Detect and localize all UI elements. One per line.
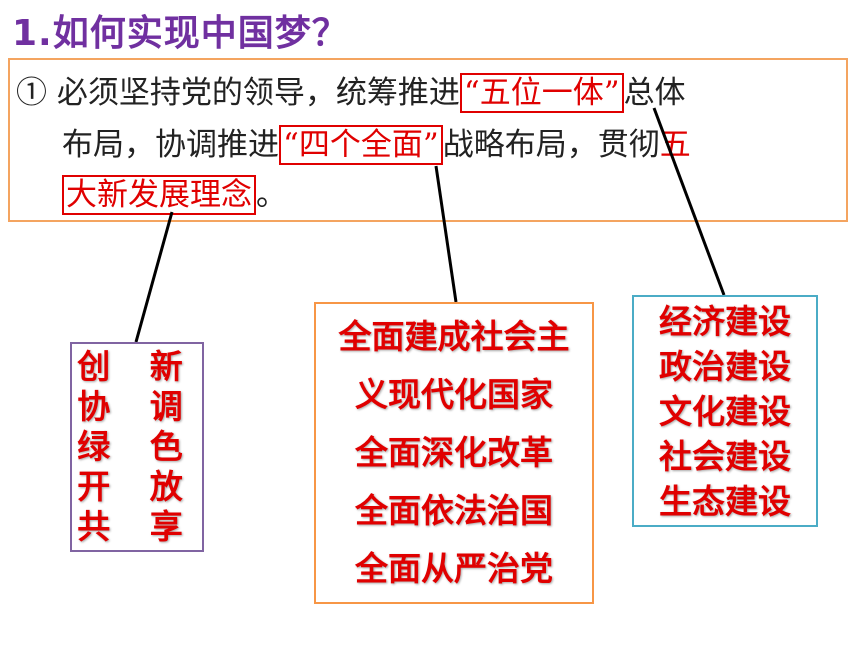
four-comprehensive-box: 全面建成社会主 义现代化国家 全面深化改革 全面依法治国 全面从严治党 (314, 302, 594, 604)
comprehensive-item: 全面依法治国 (355, 491, 553, 530)
concept-item: 开 放 (77, 467, 197, 506)
text-segment: 必须坚持党的领导，统筹推进 (56, 75, 460, 111)
text-line-1: ① 必须坚持党的领导，统筹推进“五位一体”总体 (16, 70, 686, 116)
circled-marker: ① (16, 75, 47, 111)
new-concepts-highlight: 大新发展理念 (62, 175, 256, 215)
construction-item: 文化建设 (659, 391, 791, 431)
text-segment: 总体 (623, 75, 686, 111)
connector-new-concepts (134, 211, 174, 343)
comprehensive-item: 全面建成社会主 (338, 317, 570, 356)
comprehensive-item: 义现代化国家 (355, 375, 553, 414)
construction-item: 生态建设 (659, 481, 791, 521)
text-segment: 布局，协调推进 (62, 127, 279, 163)
text-line-3: 大新发展理念。 (62, 172, 287, 218)
construction-item: 政治建设 (659, 346, 791, 386)
text-segment: 战略布局，贯彻 (442, 127, 660, 163)
text-segment-red: 五 (659, 127, 691, 163)
page-title: 1.如何实现中国梦？ (12, 13, 349, 54)
concept-item: 绿 色 (77, 427, 197, 466)
comprehensive-item: 全面深化改革 (355, 433, 553, 472)
five-construction-box: 经济建设 政治建设 文化建设 社会建设 生态建设 (632, 295, 818, 527)
concept-item: 协 调 (77, 387, 197, 426)
construction-item: 社会建设 (659, 436, 791, 476)
text-line-2: 布局，协调推进“四个全面”战略布局，贯彻五 (62, 122, 691, 168)
new-concepts-box: 创 新 协 调 绿 色 开 放 共 享 (70, 342, 204, 552)
comprehensive-item: 全面从严治党 (355, 549, 553, 588)
five-in-one-highlight: “五位一体” (459, 73, 624, 113)
construction-item: 经济建设 (659, 301, 791, 341)
four-comprehensive-highlight: “四个全面” (279, 125, 443, 165)
text-segment: 。 (256, 177, 287, 213)
concept-item: 共 享 (77, 507, 197, 546)
concept-item: 创 新 (77, 347, 197, 386)
